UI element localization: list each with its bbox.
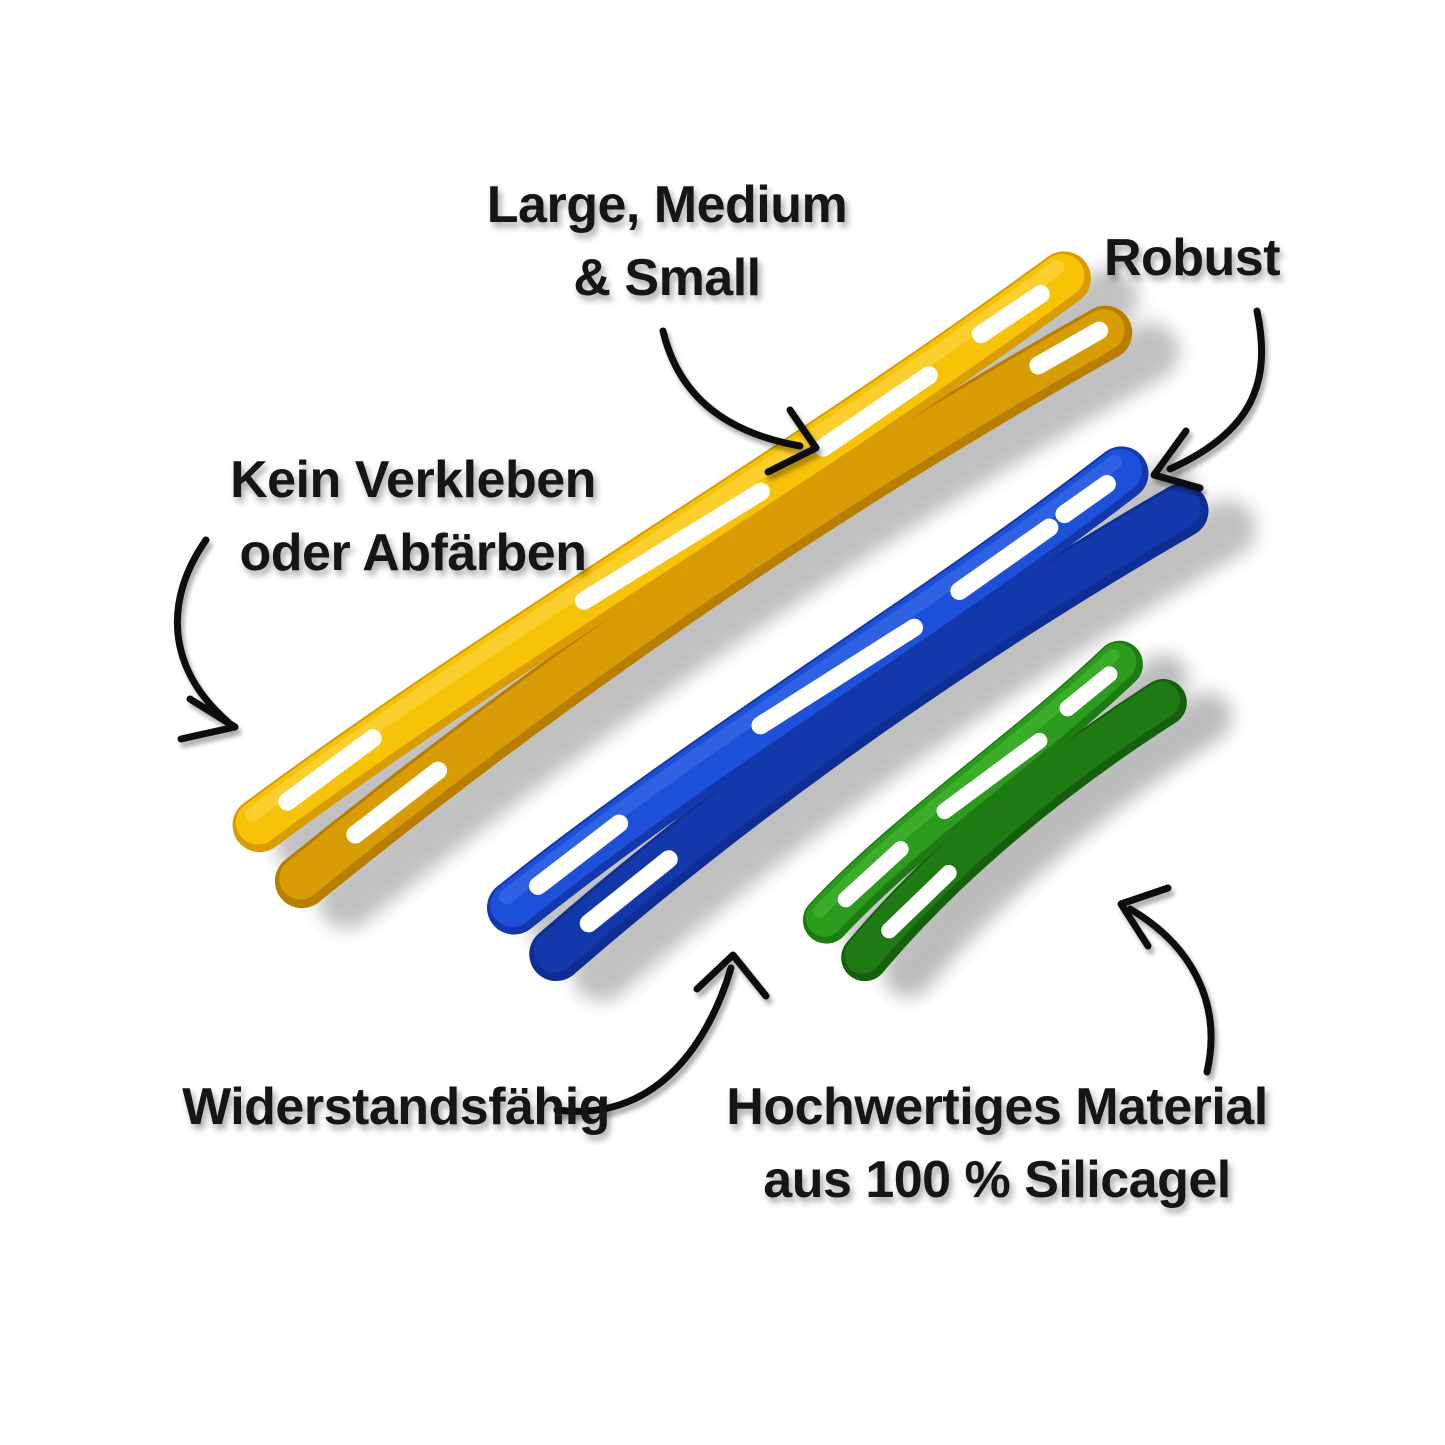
arrow-curve — [659, 327, 804, 450]
back-loop-hole — [881, 865, 957, 939]
shadow-strap — [883, 692, 1232, 998]
label-no-transfer-line2: oder Abfärben — [239, 524, 587, 582]
arrow-head — [177, 695, 239, 743]
arrow-head — [693, 951, 770, 1000]
label-material-line1: Hochwertiges Material — [726, 1078, 1268, 1136]
label-resistant: Widerstandsfähig — [182, 1078, 610, 1136]
front-loop-hole — [1059, 666, 1118, 717]
label-sizes-line1: Large, Medium — [486, 176, 848, 234]
annotation-arrows — [174, 307, 1266, 1115]
front-loop-hole — [529, 814, 629, 895]
arrow-sizes-to-yellow-band — [659, 327, 820, 476]
arrow-curve — [1126, 905, 1215, 1076]
band-slot — [950, 518, 1059, 600]
arrow-head — [764, 406, 820, 476]
arrow-curve — [553, 964, 735, 1115]
label-sizes: Large, Medium & Small — [486, 169, 848, 315]
label-no-transfer-line1: Kein Verkleben — [230, 451, 596, 509]
front-strap-highlight — [499, 454, 1122, 905]
front-loop-hole — [837, 841, 909, 908]
band-slot — [751, 618, 924, 735]
back-loop-hole — [579, 850, 678, 933]
label-robust: Robust — [1103, 229, 1281, 287]
arrow-head — [1150, 427, 1204, 492]
shadow-strap — [317, 322, 1180, 930]
band-green-small — [802, 640, 1232, 998]
shadow-strap — [572, 499, 1256, 1002]
band-slot — [936, 732, 1048, 820]
front-loop-hole — [1055, 475, 1116, 524]
arrow-curve — [174, 536, 232, 726]
label-no-transfer: Kein Verkleben oder Abfärben — [230, 444, 596, 590]
band-yellow-large — [232, 251, 1180, 930]
arrow-head — [1117, 884, 1172, 950]
arrow-no-transfer-to-yellow-band — [174, 536, 239, 743]
arrow-material-to-green-band — [1117, 884, 1215, 1076]
label-material-line2: aus 100 % Silicagel — [763, 1151, 1231, 1209]
arrow-curve — [1166, 307, 1266, 473]
band-slot — [574, 482, 770, 610]
label-material: Hochwertiges Material aus 100 % Silicage… — [726, 1071, 1268, 1217]
front-loop-hole — [971, 285, 1050, 344]
back-loop-hole — [346, 761, 447, 844]
band-slot — [814, 366, 938, 457]
front-loop-hole — [278, 729, 382, 811]
arrow-resistant-to-blue-band — [553, 951, 770, 1115]
front-strap-highlight — [813, 648, 1120, 918]
arrow-robust-to-bands — [1150, 307, 1266, 492]
back-loop-hole — [1029, 321, 1109, 375]
label-sizes-line2: & Small — [573, 249, 761, 307]
band-blue-medium — [486, 446, 1256, 1002]
